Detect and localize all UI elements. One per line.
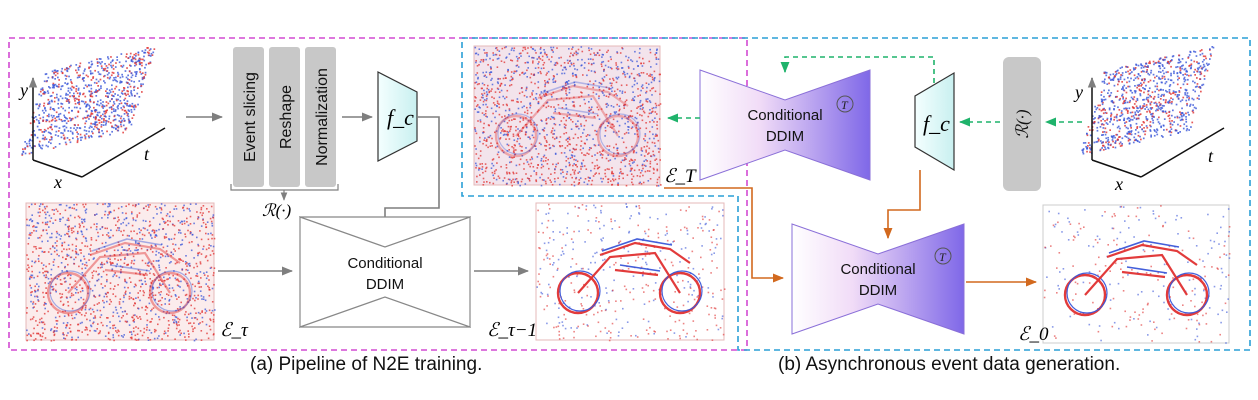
loop-badge-text: T: [841, 98, 849, 112]
event-volume-b: y x t: [1073, 46, 1225, 194]
panel-b-border: [461, 37, 1251, 351]
motorcycle-silhouette-denoised: [556, 238, 703, 315]
caption-panel-b: (b) Asynchronous event data generation.: [778, 354, 1121, 375]
normalization-label: Normalization: [314, 68, 331, 166]
encoder-label-b: f_c: [923, 111, 950, 136]
noisy-event-points: [26, 203, 216, 342]
event-slicing-label: Event slicing: [242, 72, 259, 162]
loop-badge-icon: [836, 95, 854, 113]
ddim-block-b-bottom: Conditional DDIM T: [791, 223, 965, 335]
reshape-op-label-b: ℛ(·): [1013, 109, 1032, 138]
noise-event-frame: ℰ_T: [473, 45, 697, 187]
denoised-event-frame: ℰ_τ−1: [487, 202, 726, 342]
motorcycle-silhouette-output: [1063, 240, 1210, 317]
output-event-points: [1043, 205, 1231, 344]
ddim-a-line1: Conditional: [347, 255, 422, 272]
event-volume-a: y x t: [18, 47, 166, 192]
preprocess-group: Event slicing Reshape Normalization ℛ(·): [230, 47, 339, 220]
encoder-fc-a: f_c: [377, 71, 418, 162]
loop-badge-text-bottom: T: [939, 250, 947, 264]
output-event-frame: ℰ_0: [1018, 204, 1231, 345]
axis-label-t-b: t: [1208, 146, 1214, 166]
event-point-cloud-b: [1081, 46, 1215, 155]
axis-label-x: x: [53, 172, 62, 192]
normalization-box: [305, 47, 336, 187]
encoder-text-a: f_c: [387, 105, 414, 130]
axis-label-x-b: x: [1114, 174, 1123, 194]
denoised-frame-label: ℰ_τ−1: [487, 320, 537, 341]
ddim-block-a: Conditional DDIM: [298, 216, 472, 328]
noise-event-points: [474, 46, 662, 187]
output-frame-label: ℰ_0: [1018, 324, 1049, 345]
axis-label-y-b: y: [1073, 82, 1083, 102]
noisy-event-frame: ℰ_τ: [25, 202, 249, 342]
motorcycle-silhouette-noise: [494, 81, 641, 158]
reshape-op-label: ℛ(·): [262, 201, 291, 220]
panel-a-border: [8, 37, 748, 351]
reshape-label: Reshape: [278, 85, 295, 149]
ddim-b-bottom-line2: DDIM: [859, 282, 897, 299]
encoder-text-b: f_c: [923, 111, 950, 136]
axis-label-t: t: [144, 144, 150, 164]
reshape-op-box: ℛ(·): [1003, 57, 1041, 191]
ddim-b-top-line2: DDIM: [766, 128, 804, 145]
arrow-noise-to-ddim-bottom: [664, 187, 785, 283]
event-point-cloud: [21, 47, 156, 156]
axis-label-y: y: [18, 80, 28, 100]
ddim-a-line2: DDIM: [366, 276, 404, 293]
ddim-b-top-line1: Conditional: [747, 107, 822, 124]
ddim-block-b-top: Conditional DDIM T: [699, 69, 871, 181]
noise-frame-label: ℰ_T: [664, 166, 697, 187]
caption-panel-a: (a) Pipeline of N2E training.: [250, 354, 483, 375]
ddim-b-bottom-line1: Conditional: [840, 261, 915, 278]
loop-badge-icon-bottom: [934, 247, 952, 265]
arrow-encoder-to-ddim-bottom: [883, 170, 921, 240]
encoder-label-a: f_c: [387, 105, 414, 130]
motorcycle-silhouette-noisy: [46, 238, 193, 315]
reshape-box: [269, 47, 300, 187]
encoder-fc-b: f_c: [914, 71, 955, 172]
noisy-frame-label: ℰ_τ: [220, 320, 249, 341]
arrow-encoder-to-ddim-top: [780, 56, 935, 92]
event-slicing-box: [233, 47, 264, 187]
